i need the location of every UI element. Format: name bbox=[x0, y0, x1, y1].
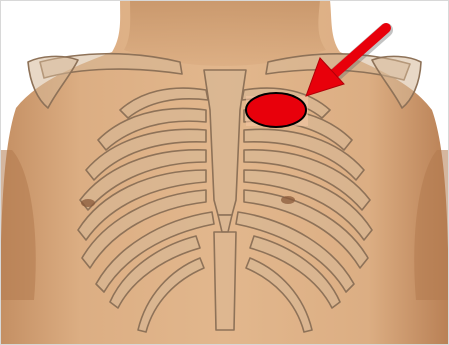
left-nipple bbox=[281, 196, 295, 204]
location-marker bbox=[246, 93, 306, 127]
right-nipple bbox=[81, 199, 95, 207]
spine-lower bbox=[214, 232, 236, 330]
